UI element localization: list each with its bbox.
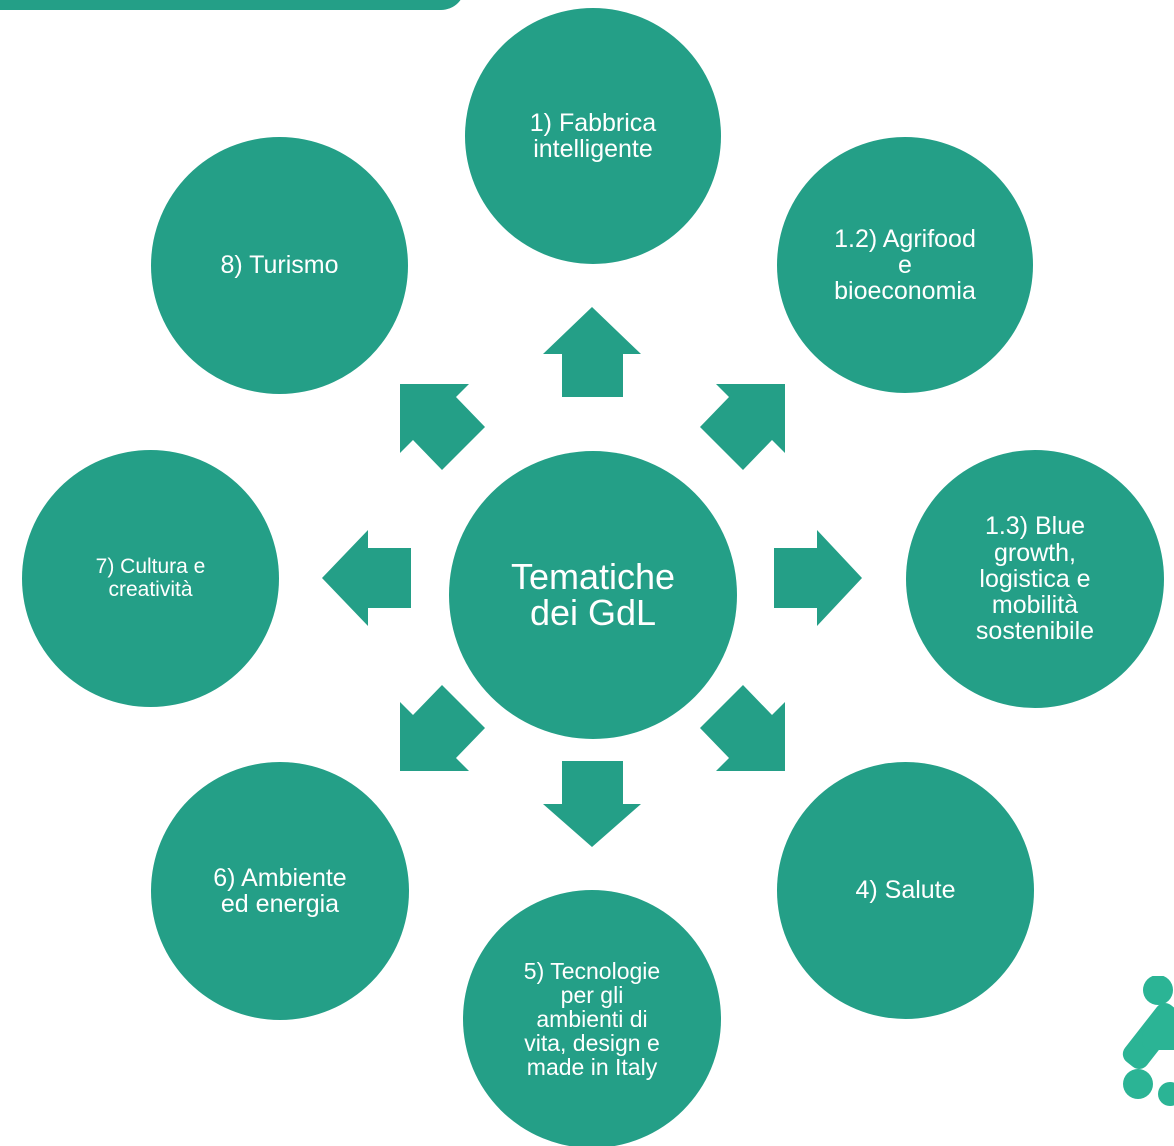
- arrow-up-right-icon: [700, 384, 785, 470]
- topic-label: 8) Turismo: [220, 251, 339, 280]
- topic-salute: 4) Salute: [777, 762, 1034, 1019]
- topic-cultura-creativita: 7) Cultura e creatività: [22, 450, 279, 707]
- topic-label: 1) Fabbrica intelligente: [529, 108, 657, 163]
- center-label: Tematiche dei GdL: [510, 556, 676, 633]
- arrow-up-left-icon: [400, 384, 485, 470]
- topic-blue-growth: 1.3) Blue growth, logistica e mobilità s…: [906, 450, 1164, 708]
- topic-label: 7) Cultura e creatività: [95, 555, 206, 601]
- puzzle-logo-icon: [1122, 976, 1174, 1106]
- topic-fabbrica-intelligente: 1) Fabbrica intelligente: [465, 8, 721, 264]
- arrow-down-right-icon: [700, 685, 785, 771]
- arrow-left-icon: [322, 530, 411, 626]
- topic-tecnologie: 5) Tecnologie per gli ambienti di vita, …: [463, 890, 721, 1146]
- topic-label: 6) Ambiente ed energia: [213, 863, 347, 918]
- arrow-up-icon: [543, 307, 641, 397]
- arrow-down-left-icon: [400, 685, 485, 771]
- topic-label: 4) Salute: [855, 876, 956, 905]
- center-topic: Tematiche dei GdL: [449, 451, 737, 739]
- arrow-down-icon: [543, 761, 641, 847]
- topic-label: 5) Tecnologie per gli ambienti di vita, …: [523, 957, 661, 1081]
- topic-agrifood: 1.2) Agrifood e bioeconomia: [777, 137, 1033, 393]
- header-banner: [0, 0, 465, 10]
- topic-label: 1.3) Blue growth, logistica e mobilità s…: [975, 512, 1095, 646]
- topic-label: 1.2) Agrifood e bioeconomia: [834, 224, 976, 306]
- arrow-right-icon: [774, 530, 862, 626]
- topic-ambiente-energia: 6) Ambiente ed energia: [151, 762, 409, 1020]
- topic-turismo: 8) Turismo: [151, 137, 408, 394]
